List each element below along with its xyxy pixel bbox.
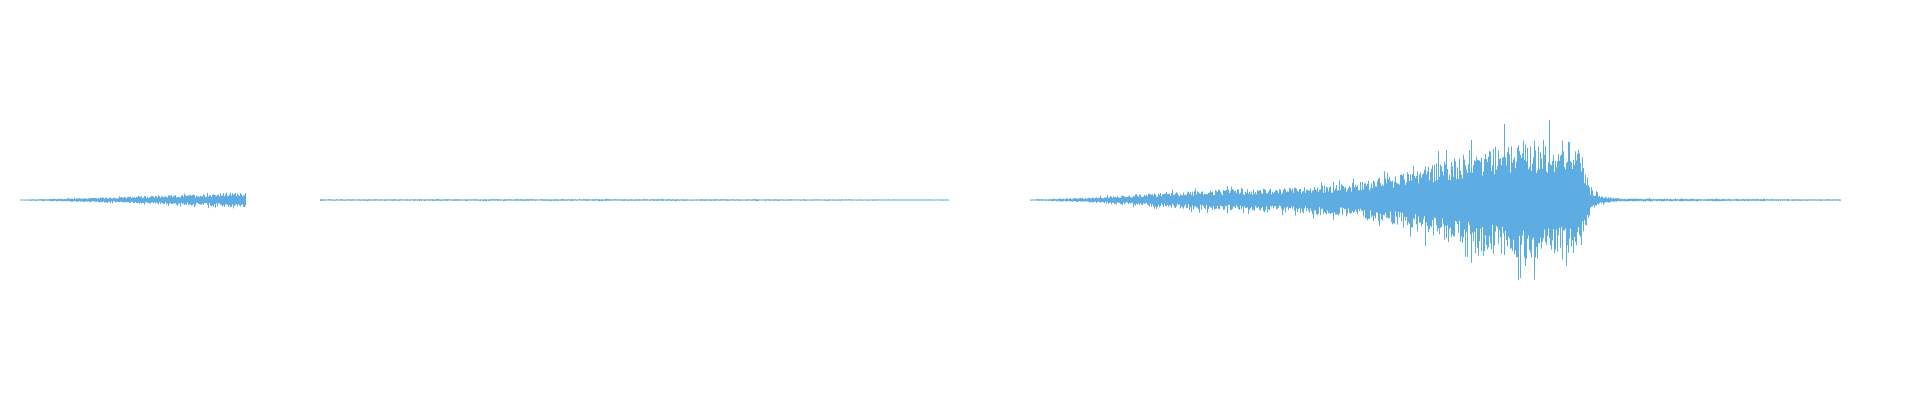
waveform-segment-2 bbox=[320, 198, 949, 202]
waveform-segment-3 bbox=[1030, 119, 1841, 281]
waveform-segment-1 bbox=[20, 192, 246, 209]
